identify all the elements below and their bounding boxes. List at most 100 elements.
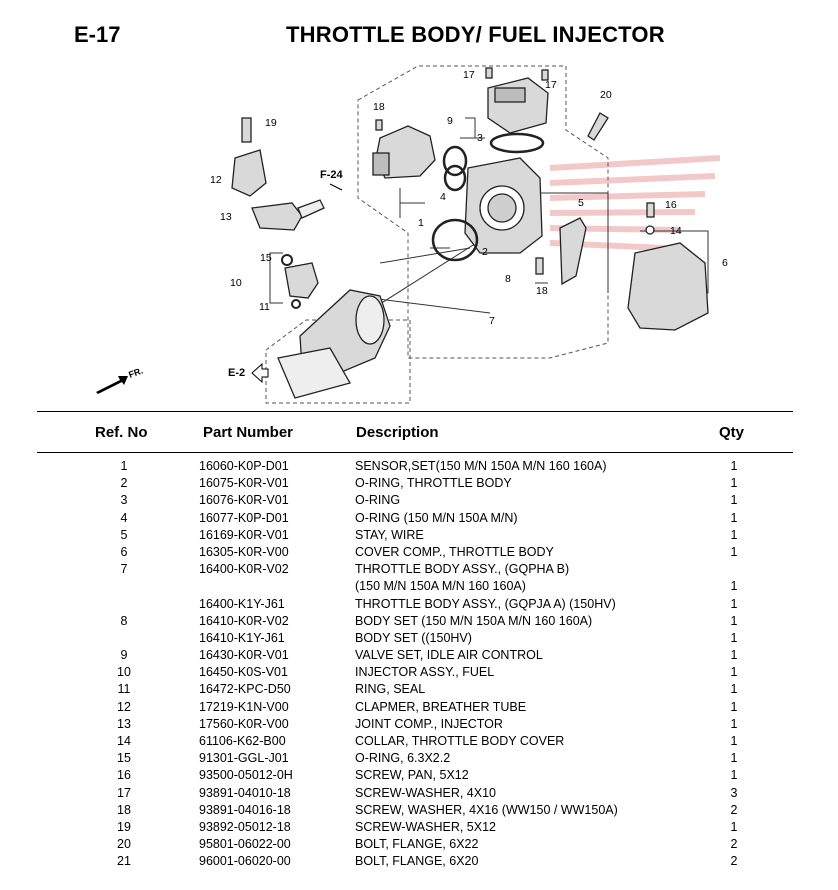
qty-cell: 2: [730, 837, 738, 852]
part-number-cell: 93500-05012-0H: [199, 768, 293, 783]
ref-no-cell: 15: [117, 751, 131, 766]
callout-12: 12: [210, 174, 222, 186]
column-header-qty: Qty: [719, 424, 745, 441]
ref-no-cell: 12: [117, 699, 131, 714]
qty-cell: 1: [730, 768, 738, 783]
table-header-rule: [37, 452, 793, 453]
callout-11: 11: [259, 301, 270, 313]
part-number-cell: 16076-K0R-V01: [199, 493, 289, 508]
description-cell: SCREW-WASHER, 4X10: [355, 785, 497, 800]
qty-cell: 1: [730, 734, 738, 748]
description-cell: BOLT, FLANGE, 6X22: [355, 837, 479, 852]
callout-13: 13: [220, 211, 232, 223]
ref-f24-label: F-24: [320, 169, 344, 181]
ref-no-cell: 3: [120, 493, 128, 508]
ref-no-cell: 1: [120, 459, 128, 473]
description-cell: O-RING, 6.3X2.2: [355, 751, 451, 766]
qty-cell: 1: [730, 699, 738, 714]
column-header-part-number: Part Number: [203, 424, 294, 441]
callout-8: 8: [505, 273, 511, 285]
description-cell: SCREW, PAN, 5X12: [355, 768, 469, 783]
qty-cell: 1: [730, 544, 738, 559]
part-number-cell: 96001-06020-00: [199, 854, 291, 869]
description-cell: COVER COMP., THROTTLE BODY: [355, 544, 554, 559]
callout-4: 4: [440, 191, 446, 203]
description-cell: O-RING: [355, 493, 401, 508]
column-header-description: Description: [356, 424, 439, 441]
part-number-cell: 93892-05012-18: [199, 819, 291, 834]
ref-e2-arrow-icon: [251, 362, 269, 384]
ref-no-cell: 17: [117, 785, 131, 800]
part-number-cell: 17560-K0R-V00: [199, 716, 289, 731]
part-number-cell: 16410-K1Y-J61: [199, 630, 285, 645]
qty-cell: 1: [730, 613, 738, 628]
part-number-cell: 93891-04010-18: [199, 785, 291, 800]
callout-3: 3: [477, 132, 483, 144]
qty-cell: 1: [730, 459, 738, 473]
description-cell: VALVE SET, IDLE AIR CONTROL: [355, 648, 543, 663]
part-number-cell: 16077-K0P-D01: [199, 510, 289, 525]
page-title: THROTTLE BODY/ FUEL INJECTOR: [286, 22, 665, 47]
ref-no-cell: 8: [120, 613, 128, 628]
ref-no-cell: 14: [117, 734, 131, 748]
part-number-cell: 16400-K1Y-J61: [199, 596, 285, 611]
exploded-parts-diagram: 17 17 18 9 3 20 19 12 4 13 1 5 16 14 2 1…: [96, 65, 728, 404]
description-cell: SCREW-WASHER, 5X12: [355, 819, 497, 834]
description-cell: (150 M/N 150A M/N 160 160A): [355, 579, 526, 594]
callout-7: 7: [489, 315, 495, 327]
qty-cell: 1: [730, 476, 738, 491]
qty-cell: 2: [730, 802, 738, 817]
part-number-cell: 91301-GGL-J01: [199, 751, 289, 766]
callout-10: 10: [230, 277, 242, 289]
description-cell: O-RING (150 M/N 150A M/N): [355, 510, 518, 525]
table-row: 14 61106-K62-B00 COLLAR, THROTTLE BODY COV…: [0, 733, 838, 750]
table-row: (150 M/N 150A M/N 160 160A) 1: [0, 578, 838, 595]
part-number-cell: 16305-K0R-V00: [199, 544, 289, 559]
callout-16: 16: [665, 199, 677, 211]
qty-cell: 1: [730, 716, 738, 731]
description-cell: CLAPMER, BREATHER TUBE: [355, 699, 527, 714]
callout-2: 2: [482, 246, 488, 258]
ref-no-cell: 21: [117, 854, 131, 869]
callout-19: 18: [536, 285, 548, 297]
callout-17: 17: [463, 69, 475, 81]
ref-no-cell: 18: [117, 802, 131, 817]
ref-no-cell: 2: [120, 476, 128, 491]
ref-f24-arrow-icon: [329, 183, 343, 191]
front-direction-arrow-icon: FR.: [96, 366, 144, 394]
ref-no-cell: 10: [117, 665, 131, 680]
description-cell: THROTTLE BODY ASSY., (GQPHA B): [355, 562, 570, 577]
ref-no-cell: 7: [120, 562, 128, 577]
callout-6: 6: [722, 257, 728, 269]
description-cell: RING, SEAL: [355, 682, 426, 697]
callout-17b: 17: [545, 79, 557, 91]
part-number-cell: 61106-K62-B00: [199, 734, 286, 748]
qty-cell: 1: [730, 527, 738, 542]
part-shapes: [231, 67, 709, 399]
description-cell: COLLAR, THROTTLE BODY COVER: [355, 734, 565, 748]
description-cell: INJECTOR ASSY., FUEL: [355, 665, 495, 680]
qty-cell: 1: [730, 579, 738, 594]
ref-no-cell: 5: [120, 527, 128, 542]
callout-labels: 17 17 18 9 3 20 19 12 4 13 1 5 16 14 2 1…: [210, 69, 728, 327]
qty-cell: 3: [730, 785, 738, 800]
part-number-cell: 16400-K0R-V02: [199, 562, 289, 577]
callout-21: 20: [600, 89, 612, 101]
description-cell: BODY SET (150 M/N 150A M/N 160 160A): [355, 613, 593, 628]
table-row: 17 93891-04010-18 SCREW-WASHER, 4X10 3: [0, 785, 838, 802]
description-cell: O-RING, THROTTLE BODY: [355, 476, 512, 491]
ref-no-cell: 13: [117, 716, 131, 731]
ref-no-cell: 6: [120, 544, 128, 559]
